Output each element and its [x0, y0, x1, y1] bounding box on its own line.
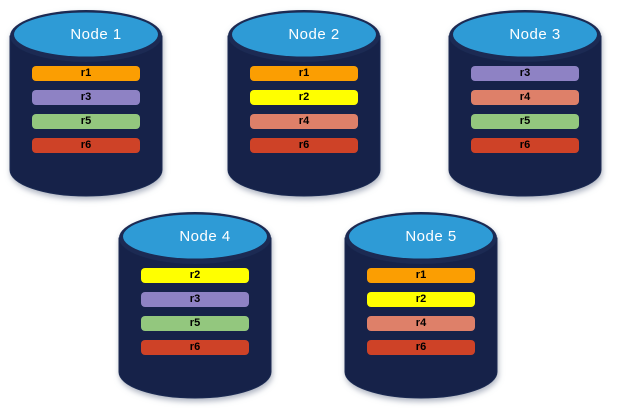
replica-bar-r6[interactable]: r6 — [250, 138, 358, 153]
replica-list: r2 r3 r5 r6 — [119, 268, 271, 355]
replica-bar-r1[interactable]: r1 — [250, 66, 358, 81]
replica-bar-r2[interactable]: r2 — [250, 90, 358, 105]
replica-label: r3 — [189, 293, 201, 305]
replica-label: r5 — [80, 115, 92, 127]
replica-label: r6 — [80, 139, 92, 151]
replica-bar-r3[interactable]: r3 — [32, 90, 140, 105]
replica-bar-r4[interactable]: r4 — [471, 90, 579, 105]
replica-bar-r6[interactable]: r6 — [32, 138, 140, 153]
replica-label: r4 — [415, 317, 427, 329]
replica-bar-r6[interactable]: r6 — [471, 138, 579, 153]
replica-bar-r3[interactable]: r3 — [471, 66, 579, 81]
replica-bar-r2[interactable]: r2 — [141, 268, 249, 283]
replica-label: r3 — [519, 67, 531, 79]
replica-bar-r5[interactable]: r5 — [141, 316, 249, 331]
replica-bar-r6[interactable]: r6 — [141, 340, 249, 355]
replica-bar-r3[interactable]: r3 — [141, 292, 249, 307]
replica-label: r3 — [80, 91, 92, 103]
replica-bar-r1[interactable]: r1 — [367, 268, 475, 283]
replica-label: r5 — [519, 115, 531, 127]
replica-bar-r1[interactable]: r1 — [32, 66, 140, 81]
replica-bar-r2[interactable]: r2 — [367, 292, 475, 307]
replica-list: r1 r3 r5 r6 — [10, 66, 162, 153]
replica-bar-r5[interactable]: r5 — [32, 114, 140, 129]
replica-list: r3 r4 r5 r6 — [449, 66, 601, 153]
replica-label: r2 — [298, 91, 310, 103]
replica-label: r6 — [415, 341, 427, 353]
replica-bar-r4[interactable]: r4 — [367, 316, 475, 331]
replica-bar-r5[interactable]: r5 — [471, 114, 579, 129]
replica-label: r1 — [415, 269, 427, 281]
replica-label: r2 — [415, 293, 427, 305]
replica-bar-r4[interactable]: r4 — [250, 114, 358, 129]
replica-label: r1 — [80, 67, 92, 79]
replica-label: r2 — [189, 269, 201, 281]
replica-label: r6 — [298, 139, 310, 151]
replica-bar-r6[interactable]: r6 — [367, 340, 475, 355]
replica-label: r6 — [519, 139, 531, 151]
replica-label: r5 — [189, 317, 201, 329]
replica-label: r4 — [519, 91, 531, 103]
replica-list: r1 r2 r4 r6 — [228, 66, 380, 153]
replica-label: r6 — [189, 341, 201, 353]
replica-label: r1 — [298, 67, 310, 79]
replica-list: r1 r2 r4 r6 — [345, 268, 497, 355]
replica-label: r4 — [298, 115, 310, 127]
